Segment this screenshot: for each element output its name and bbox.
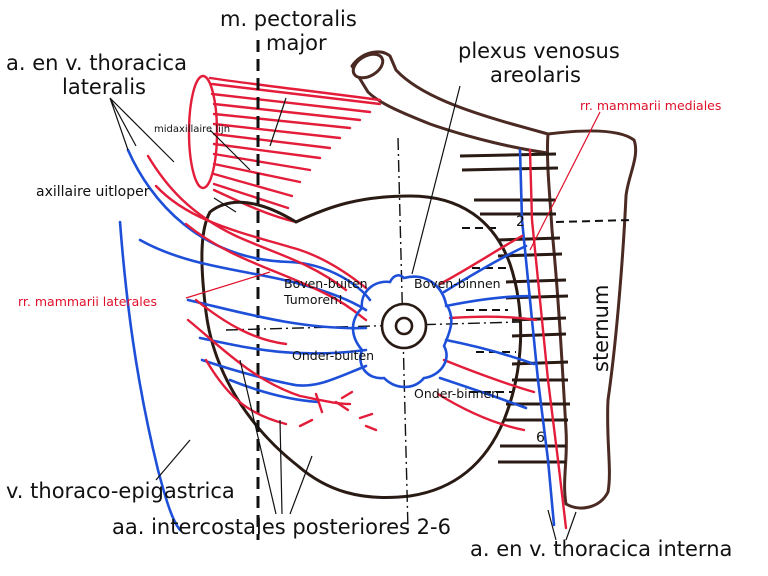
- sternum-bone: [545, 129, 638, 510]
- labels: m. pectoralis major a. en v. thoracica l…: [6, 7, 732, 561]
- label-boven-buiten: Boven-buiten: [284, 276, 368, 291]
- label-thoracica-interna: a. en v. thoracica interna: [470, 537, 732, 561]
- breast-outline: [200, 194, 523, 500]
- pectoralis-major-muscle: [187, 74, 382, 224]
- label-plexus-line2: areolaris: [490, 63, 581, 87]
- internal-thoracic-vessels: [518, 148, 568, 530]
- label-thoracica-lateralis-line1: a. en v. thoracica: [6, 51, 187, 75]
- label-rib-2: 2: [516, 214, 525, 230]
- label-pectoralis-line2: major: [266, 31, 327, 55]
- label-intercostales: aa. intercostales posteriores 2-6: [112, 515, 451, 539]
- label-boven-binnen: Boven-binnen: [414, 276, 501, 291]
- label-sternum: sternum: [589, 285, 613, 372]
- label-plexus-line1: plexus venosus: [458, 39, 620, 63]
- label-rr-mammarii-laterales: rr. mammarii laterales: [18, 294, 157, 309]
- label-midaxillaire-lijn: midaxillaire lijn: [154, 124, 230, 135]
- lateral-thoracic-vessels: [118, 148, 378, 532]
- quadrant-axes: [225, 137, 521, 531]
- ribs: [459, 152, 570, 464]
- label-onder-buiten: Onder-buiten: [292, 348, 374, 363]
- label-tumoren: Tumoren!: [283, 292, 343, 307]
- label-onder-binnen: Onder-binnen: [414, 386, 499, 401]
- label-thoracica-lateralis-line2: lateralis: [62, 75, 146, 99]
- label-rib-6: 6: [536, 430, 545, 446]
- medial-branches: [436, 234, 538, 432]
- label-axillaire-uitloper: axillaire uitloper: [36, 184, 150, 200]
- label-pectoralis-line1: m. pectoralis: [220, 7, 357, 31]
- nipple: [394, 316, 414, 336]
- areolar-plexus: [351, 274, 453, 389]
- label-thoraco-epigastrica: v. thoraco-epigastrica: [6, 479, 235, 503]
- label-rr-mammarii-mediales: rr. mammarii mediales: [580, 98, 721, 113]
- pointer-lines: [109, 85, 601, 541]
